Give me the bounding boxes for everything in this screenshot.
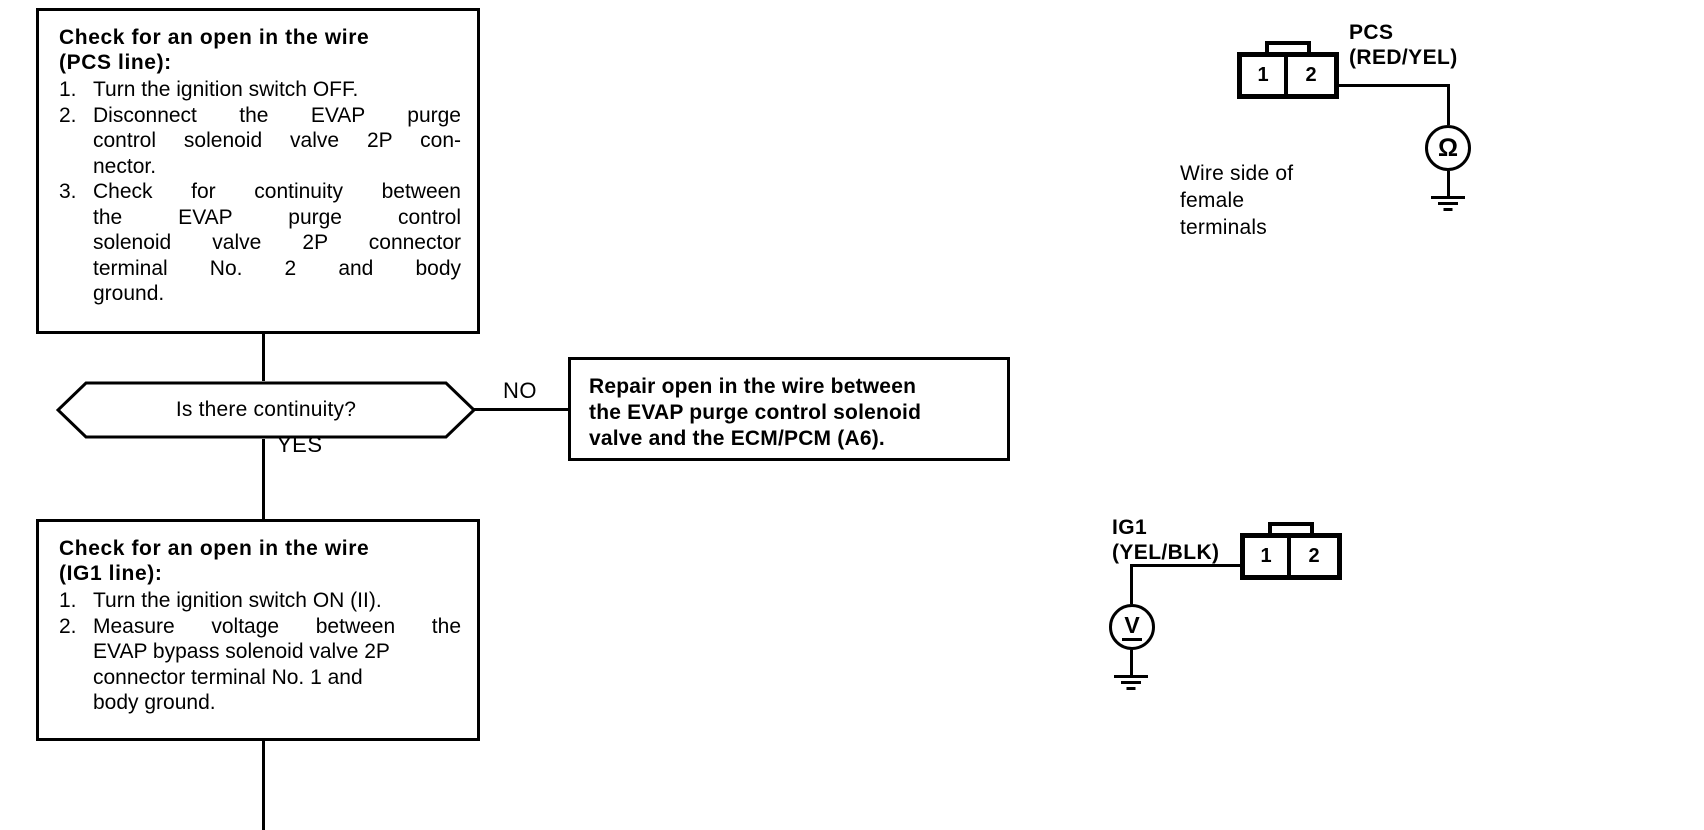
ig1-check-steps: 1. Turn the ignition switch ON (II). 2. … <box>59 588 461 716</box>
ig1-step-2: 2. Measure voltage between the EVAP bypa… <box>59 614 461 716</box>
decision-continuity: Is there continuity? <box>56 381 476 439</box>
pcs-step-3-line-3: solenoid valve 2P connector <box>93 231 461 254</box>
ground-bar-3 <box>1126 687 1136 690</box>
decision-hexagon-shape <box>56 381 476 439</box>
repair-action-line-1: Repair open in the wire between <box>589 375 917 398</box>
ground-bar-2 <box>1438 202 1458 205</box>
repair-action-line-3: valve and the ECM/PCM (A6). <box>589 427 885 450</box>
ground-bar-2 <box>1121 681 1141 684</box>
ig1-wire-label-line-2: (YEL/BLK) <box>1112 541 1220 564</box>
pcs-step-2-number: 2. <box>59 103 77 127</box>
pcs-step-3-number: 3. <box>59 180 77 203</box>
repair-action-line-2: the EVAP purge control solenoid <box>589 401 922 424</box>
ig1-connector-tab <box>1268 522 1314 536</box>
pcs-step-3: 3. Check for continuity between the EVAP… <box>59 179 461 307</box>
ig1-connector-body: 1 2 <box>1240 533 1342 580</box>
pcs-step-2-line-3: nector. <box>93 154 157 178</box>
connector-pcs-to-decision <box>262 334 265 381</box>
ig1-step-2-number: 2. <box>59 614 77 638</box>
pcs-wire-vertical <box>1447 84 1450 125</box>
pcs-check-title-line-1: Check for an open in the wire <box>59 26 370 49</box>
ground-bar-1 <box>1431 196 1465 199</box>
pcs-check-title-line-2: (PCS line): <box>59 51 172 74</box>
ig1-step-2-line-1: Measure voltage between the <box>93 614 461 638</box>
ig1-check-title-line-2: (IG1 line): <box>59 562 163 585</box>
pcs-check-steps: 1. Turn the ignition switch OFF. 2. Disc… <box>59 77 461 307</box>
repair-action-text: Repair open in the wire between the EVAP… <box>571 360 1007 466</box>
connector-ig1-downstream <box>262 741 265 830</box>
pcs-step-2-line-1: Disconnect the EVAP purge <box>93 103 461 127</box>
ground-bar-3 <box>1443 208 1453 211</box>
ig1-connector-pin-2: 2 <box>1308 545 1320 567</box>
pcs-check-title: Check for an open in the wire (PCS line)… <box>59 25 461 75</box>
pcs-caption-line-2: female <box>1180 189 1245 212</box>
pcs-step-2: 2. Disconnect the EVAP purge control sol… <box>59 103 461 180</box>
pcs-ground-icon <box>1431 196 1465 214</box>
connector-yes-branch <box>262 439 265 519</box>
ig1-step-1-line-1: Turn the ignition switch ON (II). <box>93 589 382 612</box>
pcs-step-1: 1. Turn the ignition switch OFF. <box>59 77 461 103</box>
pcs-caption-line-1: Wire side of <box>1180 162 1294 185</box>
ig1-wire-label: IG1 (YEL/BLK) <box>1112 515 1219 565</box>
repair-action-box: Repair open in the wire between the EVAP… <box>568 357 1010 461</box>
pcs-connector-caption: Wire side of female terminals <box>1180 160 1293 241</box>
ig1-step-2-line-3: connector terminal No. 1 and <box>93 665 363 689</box>
pcs-connector-pin-2: 2 <box>1305 64 1317 86</box>
ig1-ground-lead <box>1130 650 1133 676</box>
pcs-wire-horizontal <box>1336 84 1450 87</box>
pcs-connector-pin-1: 1 <box>1242 57 1288 94</box>
pcs-check-box: Check for an open in the wire (PCS line)… <box>36 8 480 334</box>
ig1-connector-pin-1: 1 <box>1245 538 1291 575</box>
branch-label-yes: YES <box>277 432 323 457</box>
pcs-wire-label-line-1: PCS <box>1349 21 1394 44</box>
pcs-2p-connector-icon: 1 2 <box>1237 41 1339 99</box>
ig1-wire-horizontal <box>1130 564 1243 567</box>
ohmmeter-icon: Ω <box>1425 125 1471 171</box>
branch-label-no: NO <box>503 378 537 403</box>
ig1-2p-connector-icon: 1 2 <box>1240 522 1342 580</box>
voltmeter-symbol: V <box>1122 613 1142 641</box>
pcs-ground-lead <box>1447 171 1450 197</box>
pcs-step-3-line-1: Check for continuity between <box>93 180 461 203</box>
pcs-step-3-line-2: the EVAP purge control <box>93 205 461 229</box>
pcs-step-2-line-2: control solenoid valve 2P con- <box>93 129 461 152</box>
pcs-caption-line-3: terminals <box>1180 216 1267 239</box>
ig1-step-1-number: 1. <box>59 589 77 612</box>
pcs-step-3-line-4: terminal No. 2 and body <box>93 256 461 280</box>
ig1-step-2-line-4: body ground. <box>93 691 216 714</box>
ig1-step-1: 1. Turn the ignition switch ON (II). <box>59 588 461 614</box>
connector-no-branch <box>474 408 568 411</box>
pcs-wire-label: PCS (RED/YEL) <box>1349 20 1458 70</box>
pcs-step-3-line-5: ground. <box>93 282 165 305</box>
ig1-check-box: Check for an open in the wire (IG1 line)… <box>36 519 480 741</box>
pcs-step-1-line-1: Turn the ignition switch OFF. <box>93 78 359 101</box>
ig1-check-title-line-1: Check for an open in the wire <box>59 537 370 560</box>
pcs-connector-tab <box>1265 41 1311 55</box>
ohmmeter-symbol: Ω <box>1437 133 1459 162</box>
ig1-check-title: Check for an open in the wire (IG1 line)… <box>59 536 461 586</box>
pcs-connector-body: 1 2 <box>1237 52 1339 99</box>
decision-question: Is there continuity? <box>175 398 357 421</box>
voltmeter-icon: V <box>1109 604 1155 650</box>
pcs-wire-label-line-2: (RED/YEL) <box>1349 46 1458 69</box>
pcs-step-1-number: 1. <box>59 78 77 101</box>
ground-bar-1 <box>1114 675 1148 678</box>
ig1-ground-icon <box>1114 675 1148 693</box>
ig1-step-2-line-2: EVAP bypass solenoid valve 2P <box>93 640 390 663</box>
ig1-wire-label-line-1: IG1 <box>1112 516 1148 539</box>
ig1-wire-vertical <box>1130 564 1133 604</box>
